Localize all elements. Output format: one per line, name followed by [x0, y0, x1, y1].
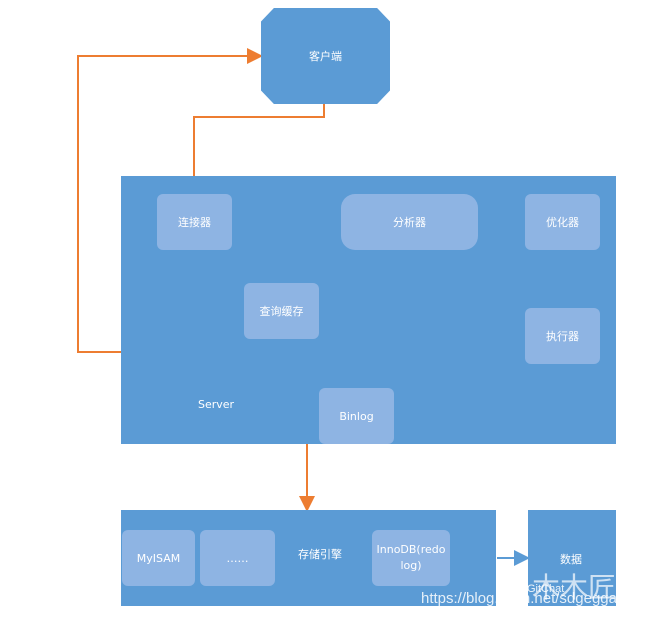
ellipsis-node: ……: [200, 530, 275, 586]
watermark-url: https://blog.csdn.net/sdgeggaig: [421, 590, 629, 607]
data-label: 数据: [560, 553, 582, 566]
edge-client-to-connector: [186, 104, 325, 196]
query-cache-node: 查询缓存: [244, 283, 319, 339]
storage-engine-label: 存储引擎: [298, 548, 342, 561]
data-panel: [528, 510, 616, 606]
client-node: 客户端: [261, 8, 390, 104]
watermark-overlay: GitChat: [527, 583, 565, 595]
watermark-logo: 木木匠: [532, 571, 617, 604]
analyzer-node: 分析器: [341, 194, 478, 250]
server-label: Server: [198, 398, 235, 411]
connector-node: 连接器: [157, 194, 232, 250]
executor-node: 执行器: [525, 308, 600, 364]
myisam-node: MyISAM: [122, 530, 195, 586]
optimizer-node: 优化器: [525, 194, 600, 250]
innodb-node: InnoDB(redo log): [372, 530, 450, 586]
binlog-node: Binlog: [319, 388, 394, 444]
